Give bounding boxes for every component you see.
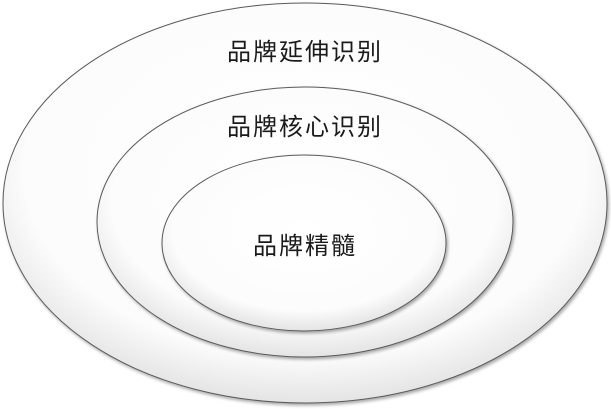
inner-ellipse bbox=[161, 154, 447, 332]
inner-ellipse-label: 品牌精髓 bbox=[253, 232, 357, 260]
outer-ellipse-label: 品牌延伸识别 bbox=[227, 38, 383, 66]
middle-ellipse-label: 品牌核心识别 bbox=[227, 113, 383, 141]
